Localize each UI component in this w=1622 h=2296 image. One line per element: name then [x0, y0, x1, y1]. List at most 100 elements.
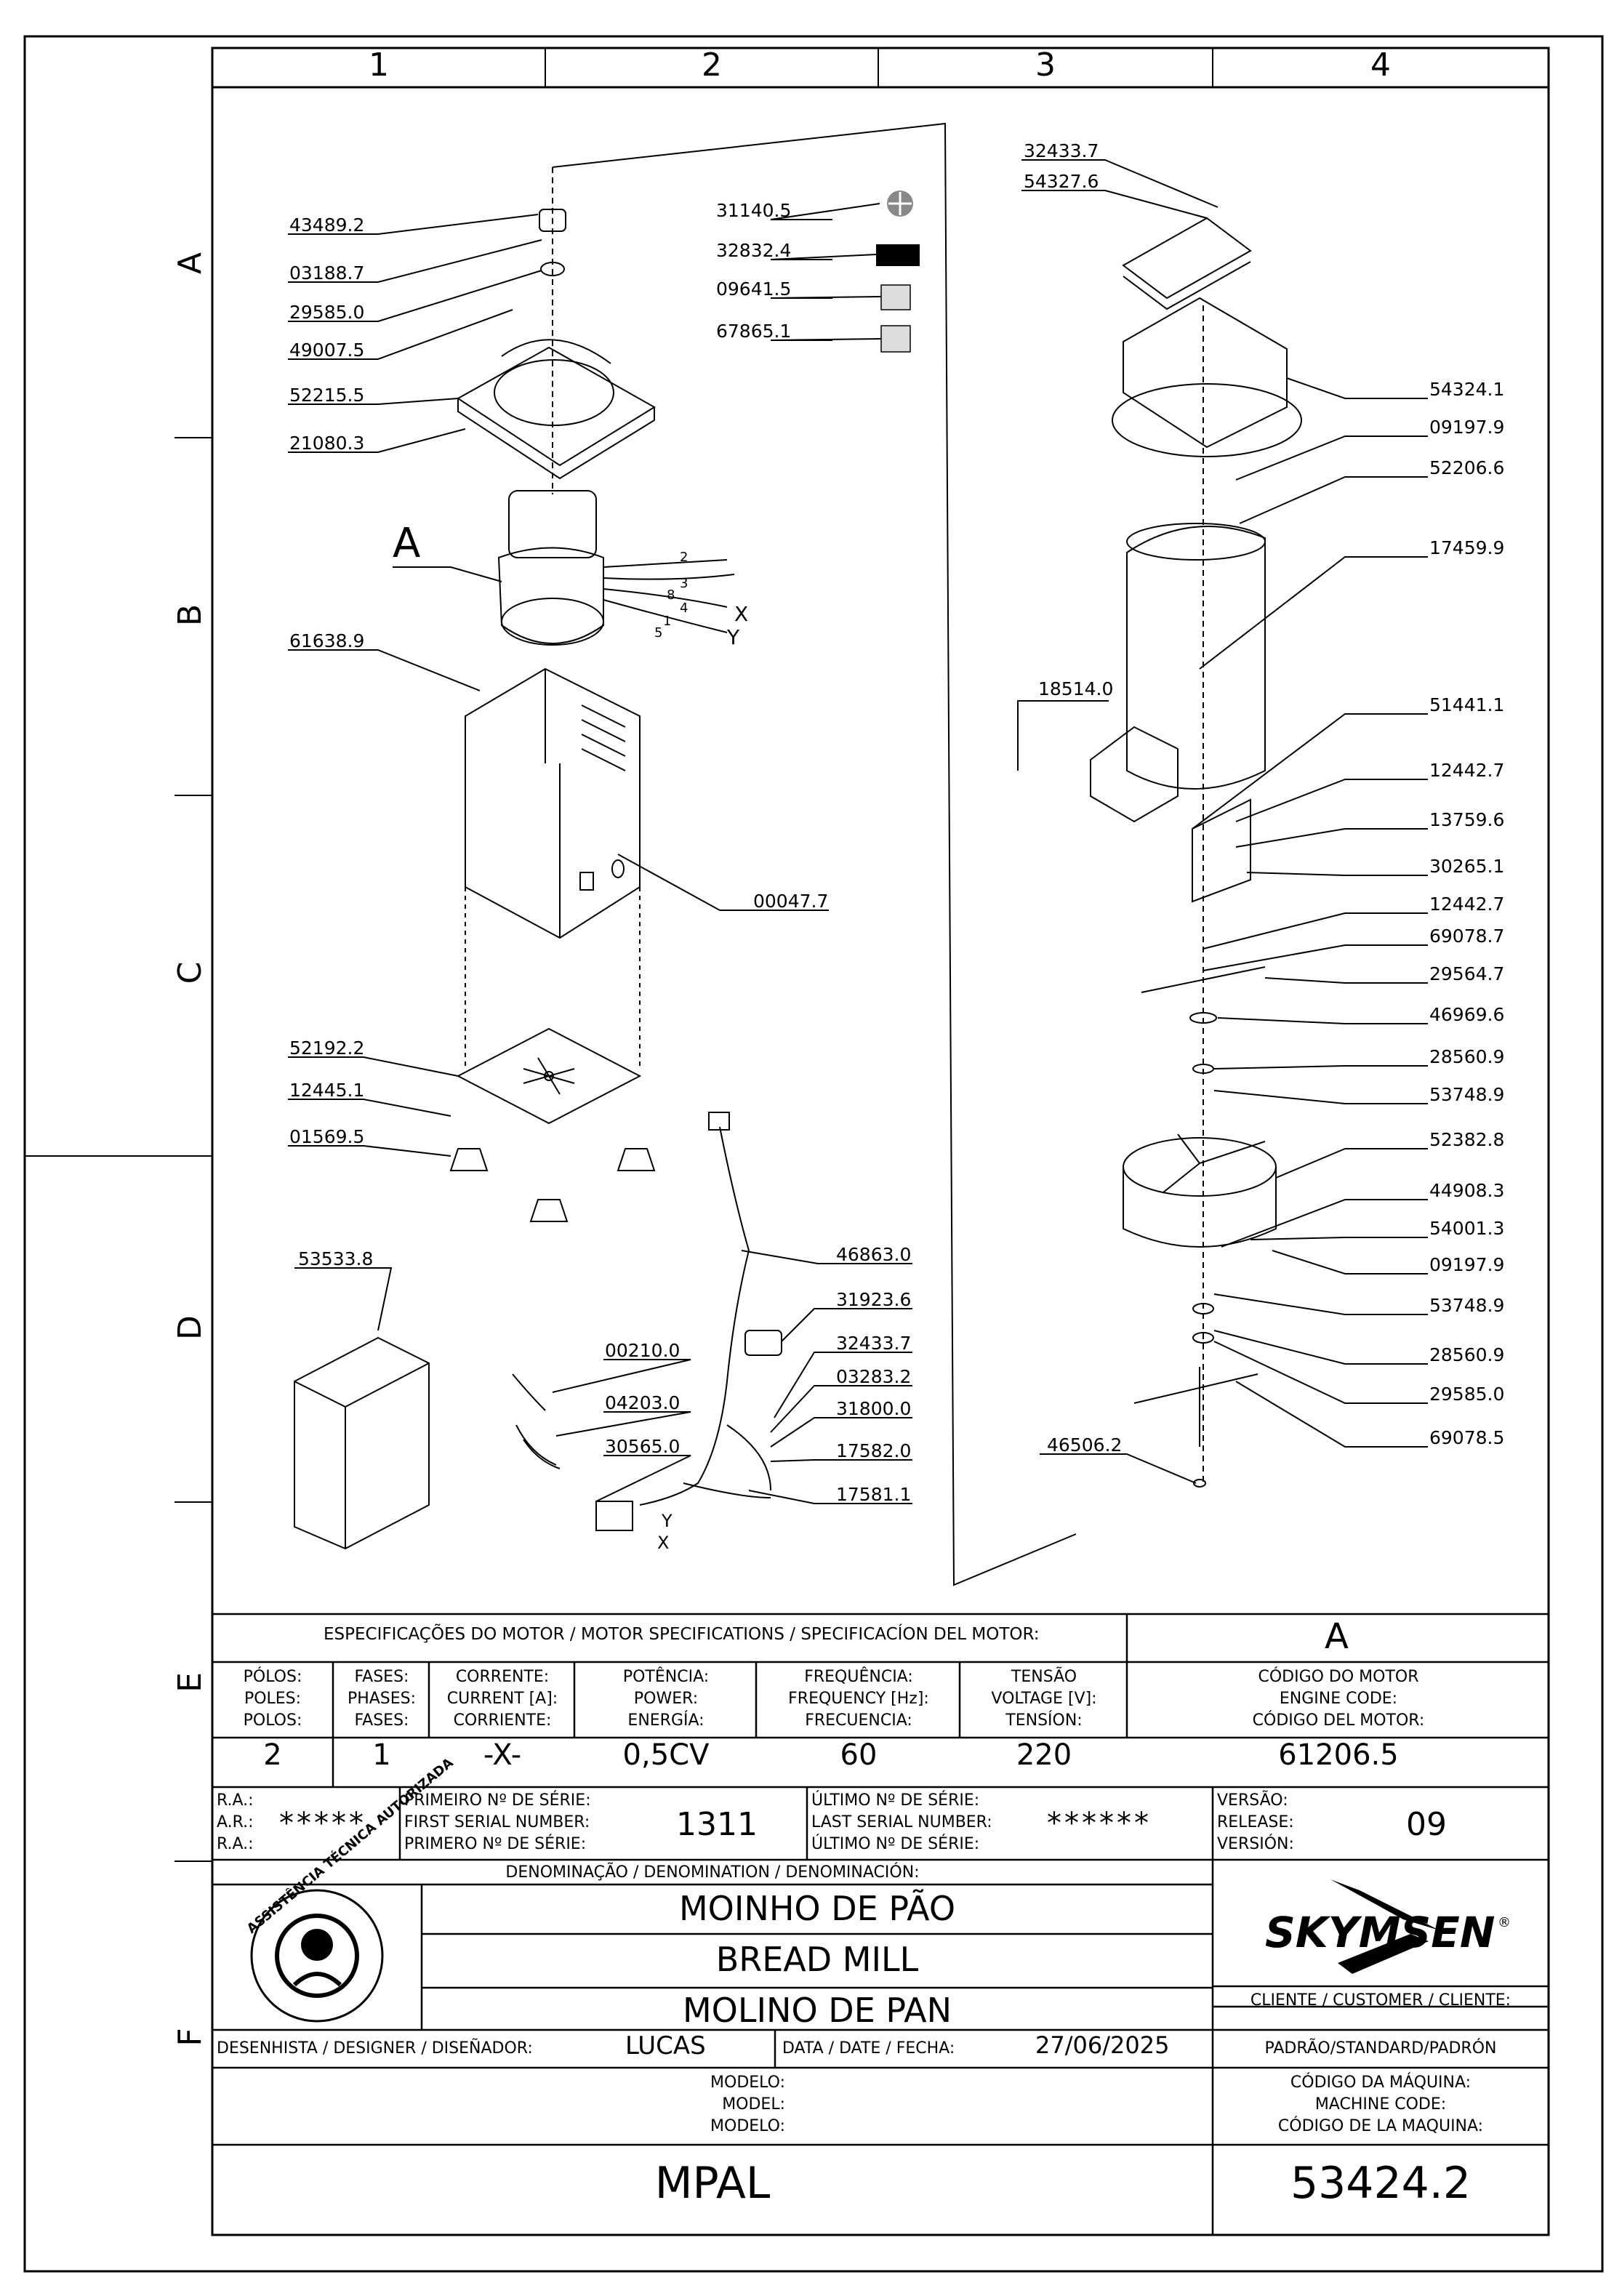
part-label: 44908.3	[1429, 1180, 1504, 1201]
row-label-a: A	[172, 252, 209, 274]
wire-label: 5	[654, 625, 662, 641]
motor-specs-heading: ESPECIFICAÇÕES DO MOTOR / MOTOR SPECIFIC…	[324, 1625, 1040, 1644]
detail-label: A	[393, 520, 420, 567]
wire-label: 1	[663, 614, 671, 629]
connector-label: Y	[661, 1511, 673, 1531]
part-label: 69078.5	[1429, 1427, 1504, 1448]
part-label: 17459.9	[1429, 537, 1504, 558]
product-name-pt: MOINHO DE PÃO	[678, 1889, 956, 1928]
part-label: 32832.4	[716, 240, 791, 261]
wire-label: 8	[667, 587, 675, 603]
part-label: 52215.5	[289, 385, 364, 406]
machine-code-value: 53424.2	[1290, 2158, 1472, 2209]
model-value: MPAL	[654, 2158, 771, 2209]
part-label: 53748.9	[1429, 1084, 1504, 1105]
part-label: 12442.7	[1429, 894, 1504, 915]
column-label-2: 2	[702, 47, 722, 84]
part-label: 52382.8	[1429, 1129, 1504, 1150]
part-label: 30565.0	[605, 1436, 680, 1457]
part-label: 29585.0	[289, 302, 364, 323]
poles-value: 2	[263, 1738, 282, 1772]
row-label-e: E	[172, 1672, 209, 1693]
wire-label: X	[734, 602, 748, 626]
part-label: 53748.9	[1429, 1295, 1504, 1316]
part-label: 29564.7	[1429, 963, 1504, 984]
denomination-label: DENOMINAÇÃO / DENOMINATION / DENOMINACIÓ…	[505, 1863, 920, 1882]
part-label: 18514.0	[1038, 678, 1113, 699]
row-label-d: D	[172, 1315, 209, 1340]
part-label: 54324.1	[1429, 379, 1504, 400]
poles-label: PÓLOS:POLES:POLOS:	[243, 1668, 302, 1730]
version-label: VERSÃO:RELEASE:VERSIÓN:	[1217, 1791, 1294, 1853]
part-label: 03283.2	[836, 1366, 911, 1387]
first-serial-label: PRIMEIRO Nº DE SÉRIE:FIRST SERIAL NUMBER…	[404, 1791, 591, 1853]
last-serial-value: ******	[1047, 1807, 1152, 1840]
wire-label: 3	[680, 576, 688, 591]
current-label: CORRENTE:CURRENT [A]:CORRIENTE:	[446, 1668, 558, 1730]
part-label: 69078.7	[1429, 926, 1504, 947]
part-label: 46969.6	[1429, 1004, 1504, 1025]
part-label: 49007.5	[289, 340, 364, 361]
phases-label: FASES:PHASES:FASES:	[347, 1668, 417, 1730]
part-label: 30265.1	[1429, 856, 1504, 877]
skymsen-logo: SKYMSEN ®	[1265, 1879, 1511, 1974]
part-label: 00047.7	[753, 891, 828, 912]
machine-code-label: CÓDIGO DA MÁQUINA:MACHINE CODE:CÓDIGO DE…	[1277, 2074, 1484, 2135]
part-label: 52206.6	[1429, 457, 1504, 478]
frequency-label: FREQUÊNCIA:FREQUENCY [Hz]:FRECUENCIA:	[788, 1668, 929, 1730]
part-labels: 43489.2 03188.7 29585.0 49007.5 52215.5 …	[289, 140, 1504, 1505]
phases-value: 1	[372, 1738, 391, 1772]
date-value: 27/06/2025	[1035, 2031, 1170, 2059]
wire-label: 2	[680, 550, 688, 565]
column-label-3: 3	[1035, 47, 1056, 84]
part-label: 04203.0	[605, 1392, 680, 1413]
connector-label: X	[657, 1533, 669, 1553]
part-label: 28560.9	[1429, 1046, 1504, 1067]
part-label: 51441.1	[1429, 694, 1504, 715]
svg-text:SKYMSEN: SKYMSEN	[1265, 1908, 1495, 1957]
part-label: 32433.7	[1024, 140, 1099, 161]
part-label: 09641.5	[716, 278, 791, 300]
motor-detail-letter: A	[1325, 1616, 1349, 1657]
inner-frame	[211, 47, 1550, 2236]
power-value: 0,5CV	[622, 1738, 710, 1772]
leader-lines	[288, 159, 1428, 1504]
power-label: POTÊNCIA:POWER:ENERGÍA:	[622, 1668, 710, 1730]
symbol-icons	[876, 190, 920, 353]
part-label: 31923.6	[836, 1289, 911, 1310]
voltage-value: 220	[1016, 1738, 1072, 1772]
column-label-1: 1	[369, 47, 389, 84]
part-label: 00210.0	[605, 1340, 680, 1361]
part-label: 03188.7	[289, 262, 364, 284]
model-label: MODELO:MODEL:MODELO:	[710, 2074, 785, 2135]
part-label: 21080.3	[289, 433, 364, 454]
part-label: 53533.8	[298, 1248, 373, 1269]
row-label-f: F	[172, 2028, 209, 2046]
first-serial-value: 1311	[676, 1806, 758, 1843]
part-label: 17581.1	[836, 1484, 911, 1505]
frequency-value: 60	[840, 1738, 878, 1772]
part-label: 31800.0	[836, 1398, 911, 1419]
manual-book-icon	[876, 244, 920, 266]
part-label: 01569.5	[289, 1126, 364, 1147]
last-serial-label: ÚLTIMO Nº DE SÉRIE:LAST SERIAL NUMBER:ÚL…	[811, 1791, 992, 1853]
part-label: 61638.9	[289, 630, 364, 651]
date-label: DATA / DATE / FECHA:	[782, 2039, 955, 2058]
title-block-grid	[212, 1613, 1549, 2235]
part-label: 46863.0	[836, 1244, 911, 1265]
part-label: 54327.6	[1024, 171, 1099, 192]
right-assembly-drawing	[1090, 217, 1302, 1488]
part-label: 52192.2	[289, 1037, 364, 1059]
outer-border	[23, 35, 1604, 2273]
version-value: 09	[1406, 1806, 1447, 1843]
designer-value: LUCAS	[625, 2031, 706, 2060]
part-label: 31140.5	[716, 200, 791, 221]
part-label: 29585.0	[1429, 1384, 1504, 1405]
part-label: 67865.1	[716, 321, 791, 342]
warning-label-icon	[880, 284, 911, 310]
client-value: PADRÃO/STANDARD/PADRÓN	[1264, 2039, 1497, 2058]
part-label: 12442.7	[1429, 760, 1504, 781]
